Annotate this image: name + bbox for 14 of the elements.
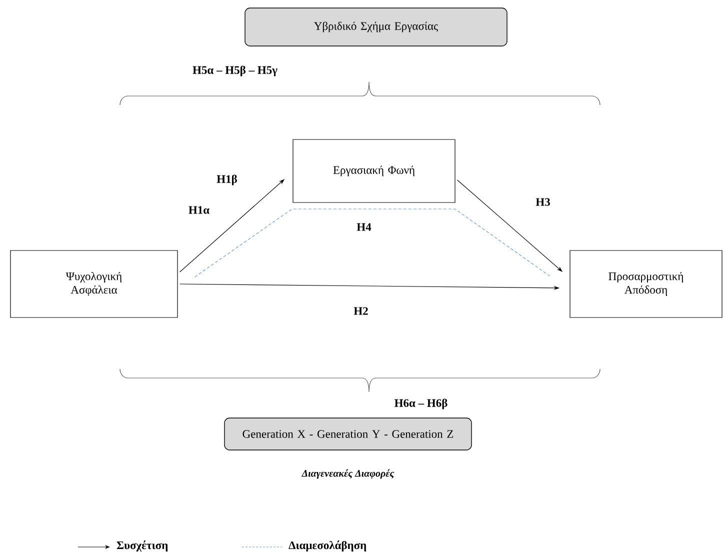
legend-text: Διαμεσολάβηση [288, 540, 366, 552]
rounded-box: Υβριδικό Σχήμα Εργασίας [244, 8, 508, 46]
concept-box: Ψυχολογική Ασφάλεια [10, 250, 178, 318]
hypothesis-label: H1β [216, 174, 237, 186]
rounded-box: Generation X - Generation Y - Generation Z [224, 418, 472, 450]
legend-text: Συσχέτιση [116, 540, 168, 552]
edge-label: H1α [187, 205, 211, 215]
edge-label: H3 [534, 197, 552, 207]
edge-label: H2 [352, 306, 370, 316]
node-label: Διαγενεακές Διαφορές [301, 469, 394, 479]
edge-label: H4 [356, 222, 372, 232]
concept-box: Προσαρμοστική Απόδοση [570, 250, 722, 318]
concept-box: Εργασιακή Φωνή [292, 139, 456, 203]
hypothesis-label: H5α – H5β – H5γ [192, 66, 278, 76]
